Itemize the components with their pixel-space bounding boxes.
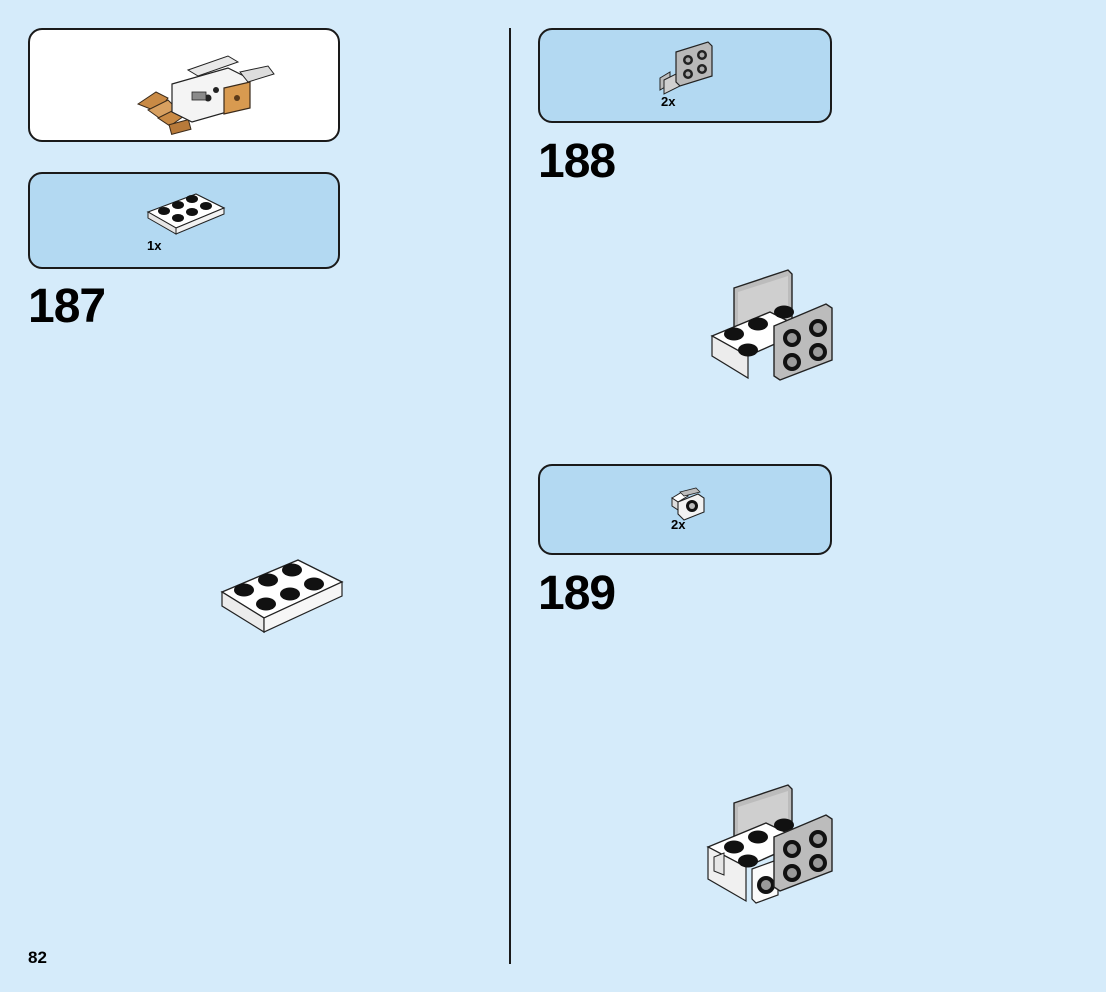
part-quantity: 1x — [147, 238, 162, 253]
step-189-assembly-icon — [706, 784, 833, 904]
column-divider — [509, 28, 511, 964]
submodel-hand-icon — [136, 55, 275, 136]
parts-list-188: 2x — [538, 28, 832, 123]
white-plate-2x3-assembly-icon — [220, 559, 344, 634]
parts-list-187: 1x — [28, 172, 340, 269]
part-quantity: 2x — [671, 517, 686, 532]
gray-bracket-2x2-icon — [659, 41, 713, 95]
submodel-callout — [28, 28, 340, 142]
step-188-assembly-icon — [710, 269, 833, 381]
white-bracket-1x1-with-stud-icon — [671, 487, 705, 521]
step-number-189: 189 — [538, 567, 616, 620]
page-number: 82 — [28, 948, 47, 967]
parts-list-189: 2x — [538, 464, 832, 555]
step-number-187: 187 — [28, 280, 106, 333]
step-number-188: 188 — [538, 135, 616, 188]
white-plate-2x3-icon — [146, 193, 226, 235]
part-quantity: 2x — [661, 94, 676, 109]
